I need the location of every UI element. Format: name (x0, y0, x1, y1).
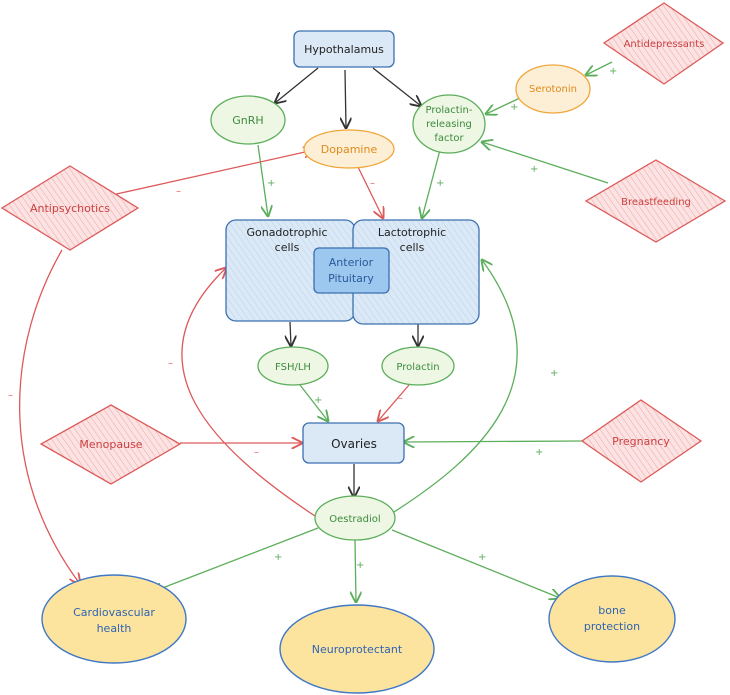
gnrh-label: GnRH (232, 114, 263, 127)
edge-prolactin-ovaries (378, 384, 410, 421)
sign-fshlh-ovaries: + (314, 395, 322, 406)
edge-oestradiol-lactotrophic (393, 260, 518, 513)
sign-prf-lactotrophic: + (436, 178, 444, 189)
edge-antidepressants-serotonin (586, 61, 613, 75)
sign-prolactin-ovaries: – (398, 393, 403, 404)
edge-antipsychotics-dopamine (111, 150, 314, 196)
hypothalamus-label: Hypothalamus (304, 43, 384, 56)
cardio-label-2: health (97, 622, 132, 635)
oestradiol-label: Oestradiol (329, 514, 380, 525)
node-ovaries: Ovaries (302, 422, 405, 464)
node-menopause: Menopause (39, 404, 182, 485)
edge-pregnancy-ovaries (404, 441, 583, 442)
node-oestradiol: Oestradiol (314, 495, 396, 541)
edge-serotonin-prf (486, 96, 523, 114)
antidepressants-label: Antidepressants (624, 39, 705, 50)
node-neuroprotectant: Neuroprotectant (279, 604, 435, 694)
edge-hypothalamus-dopamine (345, 69, 346, 128)
edge-oestradiol-neuro (355, 539, 356, 602)
sign-antidepressants-serotonin: + (609, 66, 617, 77)
node-antipsychotics: Antipsychotics (0, 165, 140, 251)
pregnancy-label: Pregnancy (612, 435, 670, 448)
node-pregnancy: Pregnancy (580, 399, 703, 483)
antipsychotics-label: Antipsychotics (30, 202, 110, 215)
edge-signs: + – + + + + – – – + + – – + + + + (8, 66, 617, 571)
edge-antipsychotics-cardio (18, 249, 80, 584)
edge-breastfeeding-prf (482, 142, 609, 184)
prolactin-label: Prolactin (396, 362, 439, 373)
node-gnrh: GnRH (210, 95, 286, 145)
gonadotrophic-label-1: Gonadotrophic (246, 226, 327, 239)
serotonin-label: Serotonin (529, 84, 577, 95)
anterior-label-2: Pituitary (328, 272, 374, 285)
fsh-lh-label: FSH/LH (275, 362, 311, 373)
edge-hypothalamus-prf (372, 67, 421, 106)
sign-antipsychotics-dopamine: – (176, 186, 181, 197)
ovaries-label: Ovaries (331, 437, 377, 451)
sign-menopause-ovaries: – (254, 447, 259, 458)
node-anterior-pituitary: Anterior Pituitary (313, 247, 390, 294)
sign-antipsychotics-cardio: – (8, 390, 13, 401)
sign-oestradiol-cardio: + (274, 552, 282, 563)
gonadotrophic-label-2: cells (275, 241, 300, 254)
lactotrophic-label-2: cells (400, 241, 425, 254)
node-fsh-lh: FSH/LH (257, 346, 329, 386)
neuroprotectant-label: Neuroprotectant (312, 643, 403, 656)
edge-oestradiol-bone (391, 529, 560, 598)
sign-gnrh-gonadotrophic: + (267, 178, 275, 189)
sign-oestradiol-gonadotrophic: – (168, 358, 173, 369)
edge-prf-lactotrophic (422, 149, 441, 218)
node-hypothalamus: Hypothalamus (293, 30, 395, 68)
node-dopamine: Dopamine (303, 129, 395, 169)
node-gonadotrophic-cells: Gonadotrophic cells (225, 219, 356, 322)
prf-label-1: Prolactin- (426, 105, 473, 116)
bone-label-2: protection (584, 620, 640, 633)
prf-label-2: releasing (426, 119, 472, 130)
edge-hypothalamus-gnrh (275, 67, 319, 103)
node-serotonin: Serotonin (515, 64, 591, 114)
edge-gonadotrophic-fshlh (290, 321, 291, 346)
node-bone-protection: bone protection (548, 575, 676, 663)
cardio-label-1: Cardiovascular (73, 606, 155, 619)
sign-oestradiol-lactotrophic: + (550, 368, 558, 379)
node-lactotrophic-cells: Lactotrophic cells (352, 219, 480, 325)
node-prolactin: Prolactin (381, 346, 455, 386)
node-cardiovascular-health: Cardiovascular health (41, 574, 187, 664)
prf-label-3: factor (434, 133, 464, 144)
sign-oestradiol-bone: + (478, 552, 486, 563)
node-prolactin-releasing-factor: Prolactin- releasing factor (412, 94, 486, 154)
bone-label-1: bone (598, 604, 626, 617)
sign-serotonin-prf: + (510, 102, 518, 113)
sign-dopamine-lactotrophic: – (370, 178, 375, 189)
sign-pregnancy-ovaries: + (535, 447, 543, 458)
edge-gnrh-gonadotrophic (257, 144, 268, 216)
lactotrophic-label-1: Lactotrophic (378, 226, 446, 239)
sign-breastfeeding-prf: + (530, 164, 538, 175)
edge-oestradiol-gonadotrophic (181, 268, 319, 519)
edge-fshlh-ovaries (299, 384, 328, 421)
anterior-label-1: Anterior (329, 256, 374, 269)
node-breastfeeding: Breastfeeding (584, 159, 727, 243)
node-antidepressants: Antidepressants (602, 2, 725, 85)
dopamine-label: Dopamine (321, 143, 378, 156)
edge-oestradiol-cardio (152, 527, 319, 592)
breastfeeding-label: Breastfeeding (621, 197, 691, 208)
sign-oestradiol-neuro: + (356, 560, 364, 571)
edge-dopamine-lactotrophic (357, 166, 383, 218)
menopause-label: Menopause (79, 438, 142, 451)
edges (18, 61, 613, 602)
